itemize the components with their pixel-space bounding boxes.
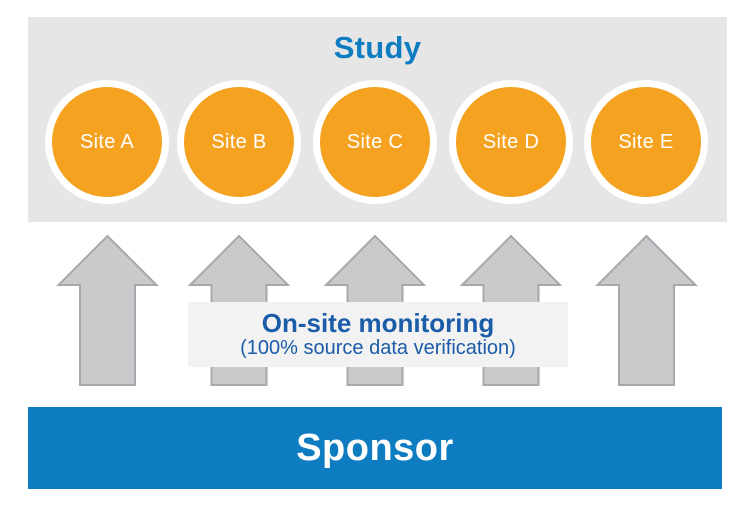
monitoring-label-box: On-site monitoring (100% source data ver… xyxy=(188,302,568,367)
site-circle-c: Site C xyxy=(313,80,437,204)
site-d-label: Site D xyxy=(482,130,540,153)
site-circle-b: Site B xyxy=(177,80,301,204)
site-b-label: Site B xyxy=(211,130,267,153)
site-a-label: Site A xyxy=(79,130,135,153)
site-c-label: Site C xyxy=(346,130,404,153)
up-arrow-icon xyxy=(595,234,698,386)
monitoring-title: On-site monitoring xyxy=(261,307,495,338)
study-box: Study Site A Site B Site C Site D Site E xyxy=(28,17,727,222)
monitoring-subtitle: (100% source data verification) xyxy=(240,337,516,360)
sponsor-bar: Sponsor xyxy=(28,407,722,489)
site-circle-e: Site E xyxy=(584,80,708,204)
sponsor-label: Sponsor xyxy=(296,426,454,469)
site-e-label: Site E xyxy=(618,130,674,153)
up-arrow-icon xyxy=(56,234,159,386)
site-circle-a: Site A xyxy=(45,80,169,204)
study-title: Study xyxy=(333,30,422,65)
site-circle-d: Site D xyxy=(449,80,573,204)
